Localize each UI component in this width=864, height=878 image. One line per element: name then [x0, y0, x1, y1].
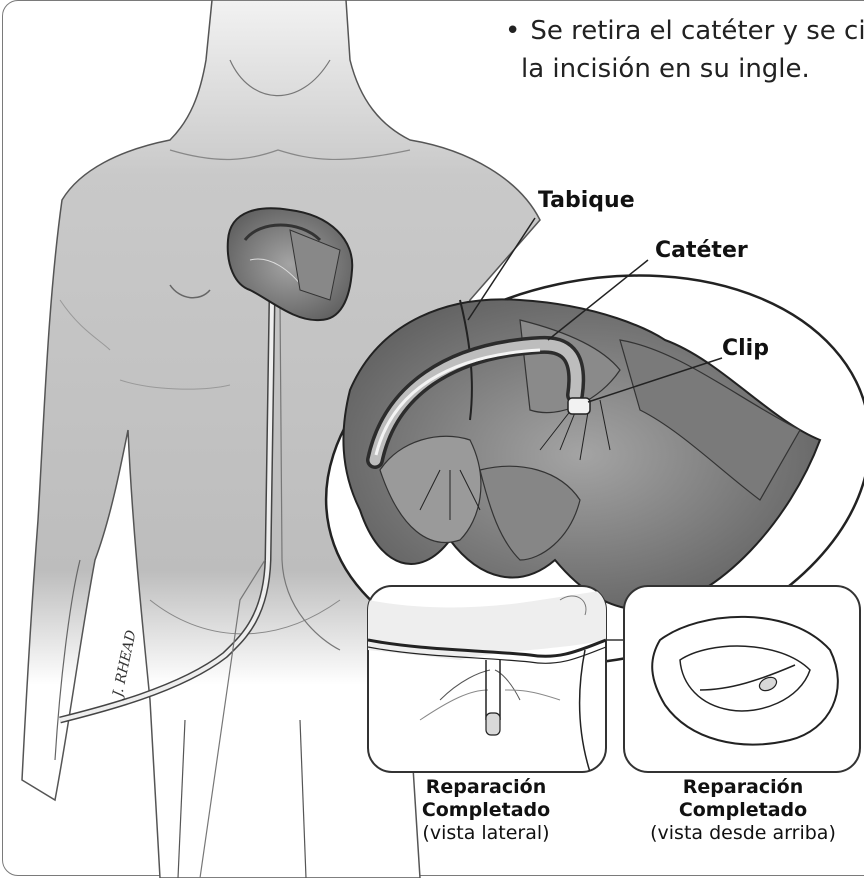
bullet-line-1-text: Se retira el catéter y se cie	[530, 16, 864, 46]
bullet-dot: •	[505, 16, 520, 46]
caption-top-view: Reparación Completado (vista desde arrib…	[636, 776, 850, 845]
label-clip: Clip	[722, 336, 769, 361]
inset-top-view	[624, 586, 860, 772]
bullet-line-2: la incisión en su ingle.	[505, 50, 864, 88]
label-tabique: Tabique	[538, 188, 635, 213]
bullet-line-1: • Se retira el catéter y se cie	[505, 12, 864, 50]
caption-side-view: Reparación Completado (vista lateral)	[398, 776, 574, 845]
caption-top-sub: (vista desde arriba)	[650, 822, 836, 844]
label-cateter: Catéter	[655, 238, 748, 263]
caption-top-title-1: Reparación	[636, 776, 850, 799]
caption-side-title-1: Reparación	[398, 776, 574, 799]
inset-side-view	[368, 586, 606, 772]
caption-side-sub: (vista lateral)	[422, 822, 549, 844]
caption-side-title-2: Completado	[398, 799, 574, 822]
bullet-text: • Se retira el catéter y se cie la incisi…	[505, 12, 864, 88]
caption-top-title-2: Completado	[636, 799, 850, 822]
